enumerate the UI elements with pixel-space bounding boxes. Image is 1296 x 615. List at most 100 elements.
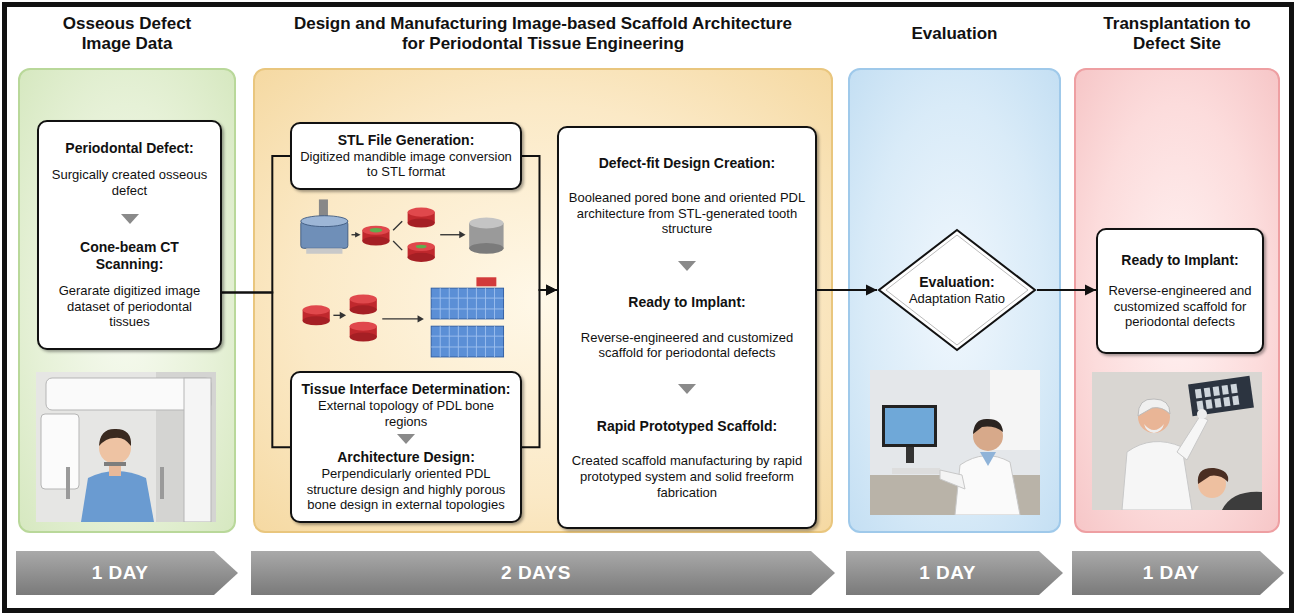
illustration-part xyxy=(1198,468,1228,484)
illustration-part xyxy=(973,419,1003,434)
illustration-part xyxy=(66,467,70,499)
box-text: Surgically created osseous defect xyxy=(47,167,212,198)
illustration-part xyxy=(882,405,937,447)
box-heading: Ready to Implant: xyxy=(1121,252,1238,269)
illustration-part xyxy=(1231,384,1238,394)
illustration-part xyxy=(418,315,424,322)
illustration-part xyxy=(1138,399,1170,416)
time-arrow: 1 DAY xyxy=(16,547,238,599)
illustration-part xyxy=(476,277,496,286)
illustration-part xyxy=(340,312,346,319)
illustration-part xyxy=(1204,387,1211,397)
illustration-part xyxy=(81,471,154,522)
panel-heading: Design and Manufacturing Image-based Sca… xyxy=(293,14,793,55)
illustration-part xyxy=(1223,397,1230,407)
scaffold-process-illustration xyxy=(288,194,520,366)
panel-heading: Transplantation to Defect Site xyxy=(1082,14,1272,55)
illustration-part xyxy=(301,216,348,227)
illustration-part xyxy=(980,452,996,466)
process-box: STL File Generation:Digitized mandible i… xyxy=(290,122,522,190)
connector-line xyxy=(522,156,557,290)
illustration-part xyxy=(885,408,934,444)
illustration-part xyxy=(440,234,460,235)
illustration-part xyxy=(350,322,377,331)
time-arrow-body xyxy=(1072,551,1284,595)
illustration-part xyxy=(1092,372,1262,510)
box-heading: Rapid Prototyped Scaffold: xyxy=(597,418,777,435)
diamond-heading: Evaluation: xyxy=(919,274,994,291)
down-triangle xyxy=(678,261,696,271)
illustration-part xyxy=(1177,416,1208,460)
time-label: 1 DAY xyxy=(92,562,163,584)
connector xyxy=(522,156,557,296)
illustration-part xyxy=(1195,384,1240,411)
connector xyxy=(222,156,290,293)
connector xyxy=(817,285,877,296)
illustration-part xyxy=(306,248,342,253)
illustration-part xyxy=(1205,399,1212,409)
arrow-head xyxy=(866,285,877,296)
time-label: 1 DAY xyxy=(1143,562,1214,584)
illustration-part xyxy=(303,316,330,325)
process-box: Defect-fit Design Creation:Booleaned por… xyxy=(557,126,817,529)
illustration-part xyxy=(350,294,377,303)
cbct-photo xyxy=(36,372,216,522)
box-text: Reverse-engineered and customized scaffo… xyxy=(1106,283,1254,330)
illustration-part xyxy=(906,447,914,463)
diamond-text-wrap: Evaluation:Adaptation Ratio xyxy=(877,228,1037,352)
illustration-part xyxy=(431,288,503,357)
illustration-part xyxy=(333,315,340,316)
box-heading: Architecture Design: xyxy=(337,449,475,466)
illustration-part xyxy=(36,372,216,522)
box-heading: Periodontal Defect: xyxy=(65,140,193,157)
time-label: 1 DAY xyxy=(919,562,990,584)
time-arrow: 1 DAY xyxy=(1072,547,1284,599)
box-heading: Defect-fit Design Creation: xyxy=(599,155,776,172)
illustration-part xyxy=(1232,396,1239,406)
time-arrow-body xyxy=(251,551,835,595)
illustration-part xyxy=(184,378,211,522)
box-heading: Cone-beam CT Scanning: xyxy=(47,239,212,273)
illustration-part xyxy=(892,468,940,474)
panel-heading-wrap: Design and Manufacturing Image-based Sca… xyxy=(293,6,793,62)
illustration-part xyxy=(362,237,389,246)
box-text: Reverse-engineered and customized scaffo… xyxy=(567,330,807,361)
illustration-part xyxy=(350,333,377,342)
decision-diamond: Evaluation:Adaptation Ratio xyxy=(877,228,1037,352)
illustration-part xyxy=(393,241,402,250)
illustration-part xyxy=(1195,389,1202,399)
illustration-part xyxy=(1213,386,1220,396)
panel-heading-wrap: Evaluation xyxy=(855,6,1055,62)
diamond-inner-line xyxy=(886,235,1028,345)
time-arrow: 1 DAY xyxy=(846,547,1063,599)
illustration-part xyxy=(1144,424,1164,433)
connector xyxy=(1037,285,1096,296)
panel-heading: Osseous Defect Image Data xyxy=(42,14,212,55)
illustration-part xyxy=(160,467,164,499)
illustration-part xyxy=(408,253,435,262)
box-text: Gerarate digitized image dataset of peri… xyxy=(47,283,212,330)
stage-panel: Design and Manufacturing Image-based Sca… xyxy=(253,68,833,533)
down-triangle xyxy=(678,384,696,394)
time-arrow: 2 DAYS xyxy=(251,547,835,599)
illustration-part xyxy=(393,221,402,230)
box-text: Created scaffold manufacturing by rapid … xyxy=(567,453,807,500)
illustration-part xyxy=(350,305,377,314)
illustration-part xyxy=(1197,409,1207,419)
connector-line xyxy=(222,293,290,448)
illustration-part xyxy=(1197,401,1204,411)
illustration-part xyxy=(41,414,79,489)
time-arrow-body xyxy=(16,551,238,595)
illustration-part xyxy=(355,232,360,237)
time-arrow-body xyxy=(846,551,1063,595)
illustration-part xyxy=(382,318,418,319)
process-box: Ready to Implant: Reverse-engineered and … xyxy=(1096,228,1264,354)
arrow-head xyxy=(546,285,557,296)
arrow-head xyxy=(546,285,557,296)
box-heading: Tissue Interface Determination: xyxy=(301,381,510,398)
connector-line xyxy=(522,290,557,447)
panel-heading-wrap: Transplantation to Defect Site xyxy=(1082,6,1272,62)
time-label: 2 DAYS xyxy=(501,562,585,584)
dentist-photo xyxy=(1092,372,1262,510)
illustration-part xyxy=(362,226,389,235)
